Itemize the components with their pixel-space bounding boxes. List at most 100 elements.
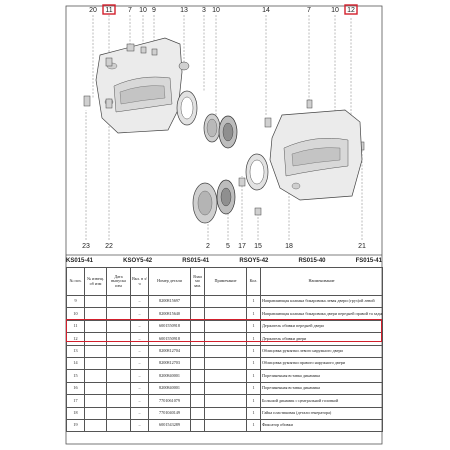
cell-qty: 1 [246,344,261,358]
cell-part: 8200840001 [148,369,191,383]
cell-empty [204,406,247,420]
cell-empty [190,369,205,383]
cell-empty [190,394,205,408]
cell-name: Облицовка рукоятки левого наружного двер… [260,344,383,358]
cell-dash: – [130,356,149,371]
callout-3: 3 [202,7,206,14]
callouts-bottom: 23 22 2 5 17 15 18 21 [82,243,366,250]
cell-empty [190,307,205,321]
cell-empty [84,406,107,420]
cell-empty [84,332,107,346]
cell-empty [204,307,247,321]
callout-15: 15 [254,243,262,250]
parts-table: № поз. № извещ. об изм Дата выпуска изм … [66,267,383,433]
cell-pos: 19 [66,418,85,433]
cell-empty [84,356,107,371]
cell-dash: – [130,369,149,383]
header-interchange: Взаи мо зам. [190,267,205,296]
cell-empty [190,344,205,358]
cell-part: 8200815640 [148,307,191,321]
callout-12-highlight [344,4,358,15]
cell-name: Держатель обивки передней двери [260,319,383,334]
left-speaker-ring [176,90,198,126]
cell-pos: 12 [66,332,85,346]
cell-pos: 17 [66,394,85,408]
cell-empty [204,394,247,408]
cell-pos: 10 [66,307,85,321]
callout-17: 17 [238,243,246,250]
cell-empty [84,319,107,334]
cell-part: 7701040149 [148,406,191,420]
cell-dash: – [130,344,149,358]
cell-pos: 15 [66,369,85,383]
cell-empty [84,381,107,396]
drawing-frame [65,5,383,445]
cell-pos: 16 [66,381,85,396]
cell-empty [106,294,131,309]
cell-empty [204,344,247,358]
header-name: Наименование [260,267,383,296]
callout-10b: 10 [212,7,220,14]
header-part-number: Номер детали [148,267,191,296]
cell-name: Направляющая клапана бокаровика левая дв… [260,294,383,309]
cell-empty [84,294,107,309]
cell-dash: – [130,307,149,321]
cell-empty [84,418,107,433]
lower-speaker [216,179,236,215]
cell-empty [106,394,131,408]
cell-part: 7701061079 [148,394,191,408]
lower-speaker-ring [245,153,269,191]
callout-9: 9 [152,7,156,14]
cell-part: 8200840001 [148,381,191,396]
cell-dash: – [130,406,149,420]
cell-empty [190,319,205,334]
left-clips [83,43,190,109]
cell-dash: – [130,418,149,433]
callout-18: 18 [285,243,293,250]
cell-empty [204,332,247,346]
cell-empty [106,381,131,396]
callout-2: 2 [206,243,210,250]
callout-10c: 10 [331,7,339,14]
cell-qty: 1 [246,356,261,371]
callout-20: 20 [89,7,97,14]
model-code: RSOY5-42 [239,258,269,264]
cell-qty: 1 [246,307,261,321]
callout-7b: 7 [307,7,311,14]
callout-12: 12 [347,7,355,14]
cell-name: Порезиненная вставка динамика [260,369,383,383]
header-date: Дата выпуска изм [106,267,131,296]
cell-empty [84,307,107,321]
cell-qty: 1 [246,369,261,383]
cell-empty [106,406,131,420]
cell-qty: 1 [246,294,261,309]
cell-empty [106,332,131,346]
cell-qty: 1 [246,319,261,334]
left-speaker [218,115,238,149]
cell-part: 8200815697 [148,294,191,309]
model-code: RS015-41 [182,258,210,264]
cell-pos: 13 [66,344,85,358]
cell-empty [204,418,247,433]
callout-10: 10 [139,7,147,14]
cell-empty [84,344,107,358]
model-code: FS015-41 [355,258,382,264]
callout-11: 11 [105,7,112,14]
cell-empty [204,319,247,334]
cell-dash: – [130,294,149,309]
cell-name: Направляющая клапана бокаровика двери пе… [260,307,383,321]
callout-14: 14 [262,7,270,14]
callout-11-highlight [102,4,116,15]
header-included: Вкл. в з/ч [130,267,149,296]
callouts-top: 20 11 7 10 9 13 3 10 14 7 10 12 [89,7,355,14]
cell-name: Гайка пластиковая (детали генератора) [260,406,383,420]
callout-23: 23 [82,243,90,250]
callout-22: 22 [105,243,113,250]
cell-empty [190,356,205,371]
